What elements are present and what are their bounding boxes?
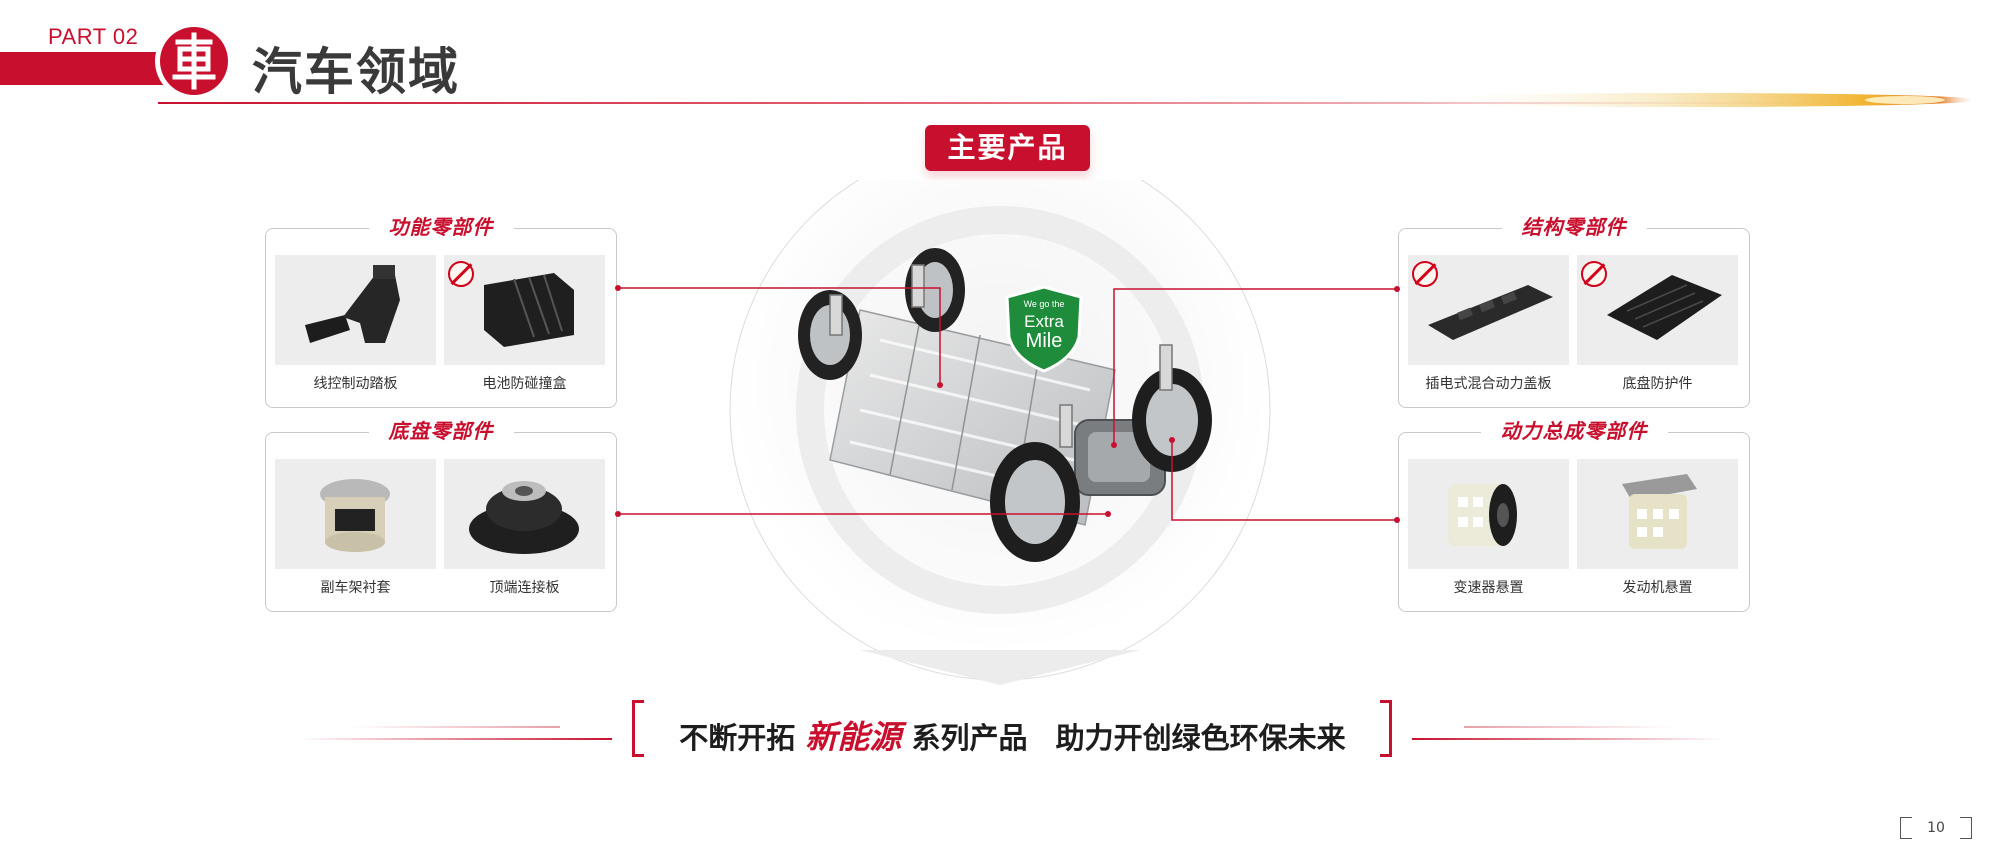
header-divider (158, 102, 1978, 104)
logo-glyph (172, 32, 216, 90)
connector-dot (615, 285, 621, 291)
product-caption: 插电式混合动力盖板 (1425, 376, 1552, 392)
prohibited-icon (1412, 261, 1438, 287)
phev-cover-image (1408, 255, 1569, 365)
panel-title-chassis: 底盘零部件 (368, 418, 514, 444)
underbody-shield-image (1577, 255, 1738, 365)
panel-structural-parts: 结构零部件 插电式混合动力盖板 (1398, 214, 1750, 408)
page-number: 10 (1927, 820, 1945, 836)
product-card-subframe-bushing[interactable]: 副车架衬套 (275, 459, 436, 597)
product-card-transmission-mount[interactable]: 变速器悬置 (1408, 459, 1569, 597)
product-card-top-mount[interactable]: 顶端连接板 (444, 459, 605, 597)
header-red-bar (0, 52, 165, 85)
connector-structural (1113, 288, 1397, 445)
panel-functional-parts: 功能零部件 线控制动踏板 电池防碰撞盒 (265, 214, 617, 408)
product-caption: 变速器悬置 (1453, 580, 1524, 596)
connector-powertrain (1171, 440, 1397, 521)
panel-chassis-parts: 底盘零部件 副车架衬套 顶端连接板 (265, 418, 617, 612)
slogan: 不断开拓 新能源 系列产品 助力开创绿色环保未来 (645, 712, 1380, 758)
subframe-bushing-image (275, 459, 436, 569)
product-caption: 顶端连接板 (489, 580, 560, 596)
slogan-left-line (300, 738, 612, 740)
emblem-line2: Extra (1024, 312, 1064, 331)
product-card-phev-cover[interactable]: 插电式混合动力盖板 (1408, 255, 1569, 393)
product-caption: 底盘防护件 (1622, 376, 1693, 392)
prohibited-icon (1581, 261, 1607, 287)
panel-powertrain-parts: 动力总成零部件 变速器悬置 发动机悬置 (1398, 418, 1750, 612)
transmission-mount-image (1408, 459, 1569, 569)
product-card-brake-pedal[interactable]: 线控制动踏板 (275, 255, 436, 393)
slogan-part3: 助力开创绿色环保未来 (1055, 721, 1346, 755)
page-title: 汽车领域 (252, 43, 460, 101)
ev-chassis-illustration (729, 180, 1271, 685)
panel-title-powertrain: 动力总成零部件 (1480, 418, 1668, 444)
panel-title-functional: 功能零部件 (368, 214, 514, 240)
top-mount-image (444, 459, 605, 569)
slogan-left-line-2 (350, 726, 560, 728)
connector-dot (1394, 286, 1400, 292)
connector-dot (1394, 517, 1400, 523)
part-label: PART 02 (48, 24, 139, 49)
brake-pedal-image (275, 255, 436, 365)
company-logo (155, 22, 233, 100)
slogan-bracket-right (1380, 700, 1392, 757)
product-caption: 副车架衬套 (320, 580, 391, 596)
product-caption: 线控制动踏板 (313, 376, 398, 392)
product-card-underbody-shield[interactable]: 底盘防护件 (1577, 255, 1738, 393)
extra-mile-shield-icon: We go the Extra Mile (1005, 285, 1083, 373)
prohibited-icon (448, 261, 474, 287)
slogan-part1: 不断开拓 (679, 721, 796, 755)
product-caption: 发动机悬置 (1622, 580, 1693, 596)
slogan-highlight: 新能源 (805, 718, 902, 756)
emblem-line3: Mile (1026, 330, 1063, 352)
slogan-bracket-left (632, 700, 644, 757)
slogan-right-line-2 (1464, 726, 1674, 728)
battery-box-image (444, 255, 605, 365)
main-products-badge: 主要产品 (925, 125, 1090, 171)
product-caption: 电池防碰撞盒 (482, 376, 567, 392)
slogan-part2: 系列产品 (911, 721, 1028, 755)
page-number-bracket-right (1960, 817, 1972, 839)
emblem-line1: We go the (1024, 299, 1065, 309)
connector-functional (618, 287, 941, 385)
slogan-right-line (1412, 738, 1724, 740)
page-number-bracket-left (1900, 817, 1912, 839)
panel-title-structural: 结构零部件 (1501, 214, 1647, 240)
connector-dot (615, 511, 621, 517)
engine-mount-image (1577, 459, 1738, 569)
product-card-battery-box[interactable]: 电池防碰撞盒 (444, 255, 605, 393)
light-streak-decoration (1400, 93, 1970, 107)
product-card-engine-mount[interactable]: 发动机悬置 (1577, 459, 1738, 597)
